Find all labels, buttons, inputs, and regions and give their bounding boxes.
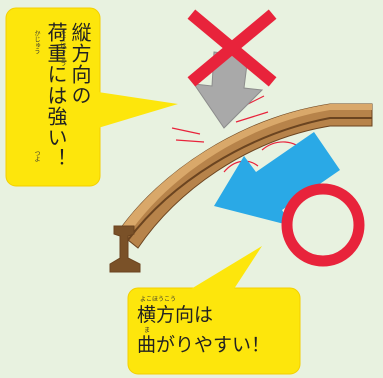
- furigana-kajuu: かじゅう: [33, 30, 40, 54]
- stress-line: [171, 127, 201, 135]
- top-bubble-tail: [98, 92, 178, 128]
- rail-top-edge: [118, 104, 372, 238]
- bottom-bubble-line2: 曲がりやすい！: [137, 334, 271, 356]
- stress-line: [235, 111, 269, 123]
- top-bubble-line2: 荷重には強い！: [44, 22, 68, 169]
- circle-mark-icon: [281, 183, 365, 267]
- top-bubble-line1: 縦方向の: [68, 22, 92, 106]
- bottom-bubble-line1: 横方向は: [137, 304, 214, 326]
- horizontal-arrow: [214, 132, 340, 226]
- furigana-tatehoukou: たてほうこう: [59, 30, 66, 66]
- horizontal-load-arrow: [214, 132, 340, 226]
- rail-groove: [127, 117, 372, 241]
- rail-cross-section: [109, 225, 141, 273]
- bottom-speech-bubble: [127, 246, 301, 375]
- bottom-bubble-text: 横方向は 曲がりやすい！: [137, 300, 312, 372]
- stress-line: [175, 139, 205, 143]
- furigana-ma: ま: [144, 327, 151, 334]
- curved-rail: [109, 103, 373, 273]
- top-speech-bubble: [5, 7, 178, 187]
- furigana-tsuyo: つよ: [33, 150, 40, 162]
- bottom-bubble-tail: [186, 246, 262, 292]
- x-mark-icon: [187, 9, 277, 87]
- top-bubble-text: 縦方向の 荷重には強い！: [8, 22, 92, 192]
- furigana-yokohoukou: よこほうこう: [140, 296, 177, 303]
